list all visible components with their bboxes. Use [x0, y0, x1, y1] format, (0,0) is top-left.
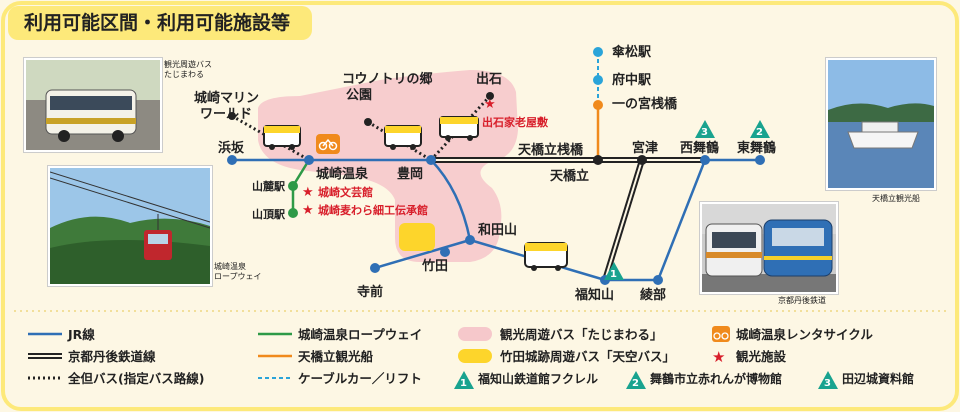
marker-2: 2: [750, 120, 770, 138]
tenku-bus-stop: [399, 223, 435, 251]
ropeway-photo-caption: 城崎温泉ロープウェイ: [214, 262, 262, 281]
svg-text:1: 1: [610, 269, 617, 280]
bus-photo: [24, 58, 162, 152]
svg-text:2: 2: [756, 127, 763, 138]
svg-text:3: 3: [824, 378, 831, 389]
station-kinosaki-onsen: 城崎温泉: [316, 166, 369, 182]
attraction-mugiwara: 城崎麦わら細工伝承館: [318, 203, 428, 217]
station-toyooka: 豊岡: [397, 166, 423, 182]
star-icon: ★: [302, 185, 314, 200]
bicycle-icon: [712, 326, 730, 342]
legend-ktr: 京都丹後鉄道線: [68, 349, 156, 364]
station-dots: [227, 47, 765, 285]
station-kasamatsu: 傘松駅: [612, 44, 652, 60]
train-photo: [700, 202, 838, 294]
legend-fac2: 舞鶴市立赤れんが博物館: [649, 371, 782, 386]
legend-ship: 天橋立観光船: [298, 349, 374, 364]
station-ayabe: 綾部: [640, 287, 666, 303]
station-marine-world-1: 城崎マリン: [194, 90, 259, 106]
station-konotori-2: 公園: [346, 87, 372, 103]
marker-3: 3: [695, 120, 715, 138]
bus-photo-caption: 観光周遊バスたじまわる: [164, 60, 212, 79]
bus-icon: [439, 116, 479, 141]
station-fukuchiyama: 福知山: [574, 287, 614, 303]
legend-fac1: 福知山鉄道館フクレル: [477, 371, 598, 386]
ship-photo-caption: 天橋立観光船: [872, 194, 920, 203]
svg-text:3: 3: [701, 127, 708, 138]
station-fuchu: 府中駅: [612, 72, 652, 88]
station-miyazu: 宮津: [632, 140, 658, 156]
station-teramae: 寺前: [357, 284, 383, 300]
legend-facility: 観光施設: [736, 349, 787, 364]
svg-text:1: 1: [460, 378, 467, 389]
ship-photo: [826, 58, 936, 190]
bus-icon: [384, 125, 422, 150]
bus-icon: [263, 125, 301, 150]
star-icon: ★: [484, 97, 496, 112]
station-higashimaizuru: 東舞鶴: [737, 140, 776, 156]
legend-ropeway: 城崎温泉ロープウェイ: [298, 327, 422, 342]
station-ichinomiya: 一の宮桟橋: [612, 96, 678, 112]
star-icon: ★: [302, 203, 314, 218]
station-sanroku: 山麓駅: [252, 179, 285, 193]
page-title: 利用可能区間・利用可能施設等: [8, 6, 313, 40]
star-icon: ★: [712, 348, 725, 366]
legend-tenku: 竹田城跡周遊バス「天空バス」: [499, 349, 675, 364]
ktr-lines: [431, 157, 705, 281]
tram-icon: [524, 242, 568, 271]
legend-cable: ケーブルカー／リフト: [298, 371, 422, 386]
station-nishimaizuru: 西舞鶴: [680, 140, 719, 156]
legend-fac3: 田辺城資料館: [842, 371, 914, 386]
station-amanohashidate: 天橋立: [550, 168, 589, 184]
attraction-bungeikan: 城崎文芸館: [318, 185, 373, 199]
station-izushi: 出石: [476, 71, 502, 87]
train-photo-caption: 京都丹後鉄道: [778, 296, 826, 305]
station-sancho: 山頂駅: [252, 207, 285, 221]
bicycle-icon: [316, 134, 340, 154]
station-hamasaka: 浜坂: [218, 140, 245, 156]
marker-1: 1: [604, 262, 624, 280]
svg-text:2: 2: [632, 378, 639, 389]
legend: JR線 京都丹後鉄道線 全但バス(指定バス路線) 城崎温泉ロープウェイ 天橋立観…: [28, 326, 914, 389]
attraction-izushi-karo: 出石家老屋敷: [482, 115, 549, 129]
legend-jr: JR線: [67, 327, 95, 342]
ropeway-photo: [48, 166, 212, 286]
station-takeda: 竹田: [421, 258, 448, 274]
station-wadayama: 和田山: [478, 222, 517, 238]
legend-tajimawaru: 観光周遊バス「たじまわる」: [500, 327, 663, 342]
legend-zentan: 全但バス(指定バス路線): [67, 371, 204, 386]
legend-cycle: 城崎温泉レンタサイクル: [736, 327, 873, 342]
station-amanohashidate-sanbashi: 天橋立桟橋: [518, 142, 584, 158]
station-marine-world-2: ワールド: [200, 107, 252, 122]
station-konotori-1: コウノトリの郷: [342, 72, 432, 87]
